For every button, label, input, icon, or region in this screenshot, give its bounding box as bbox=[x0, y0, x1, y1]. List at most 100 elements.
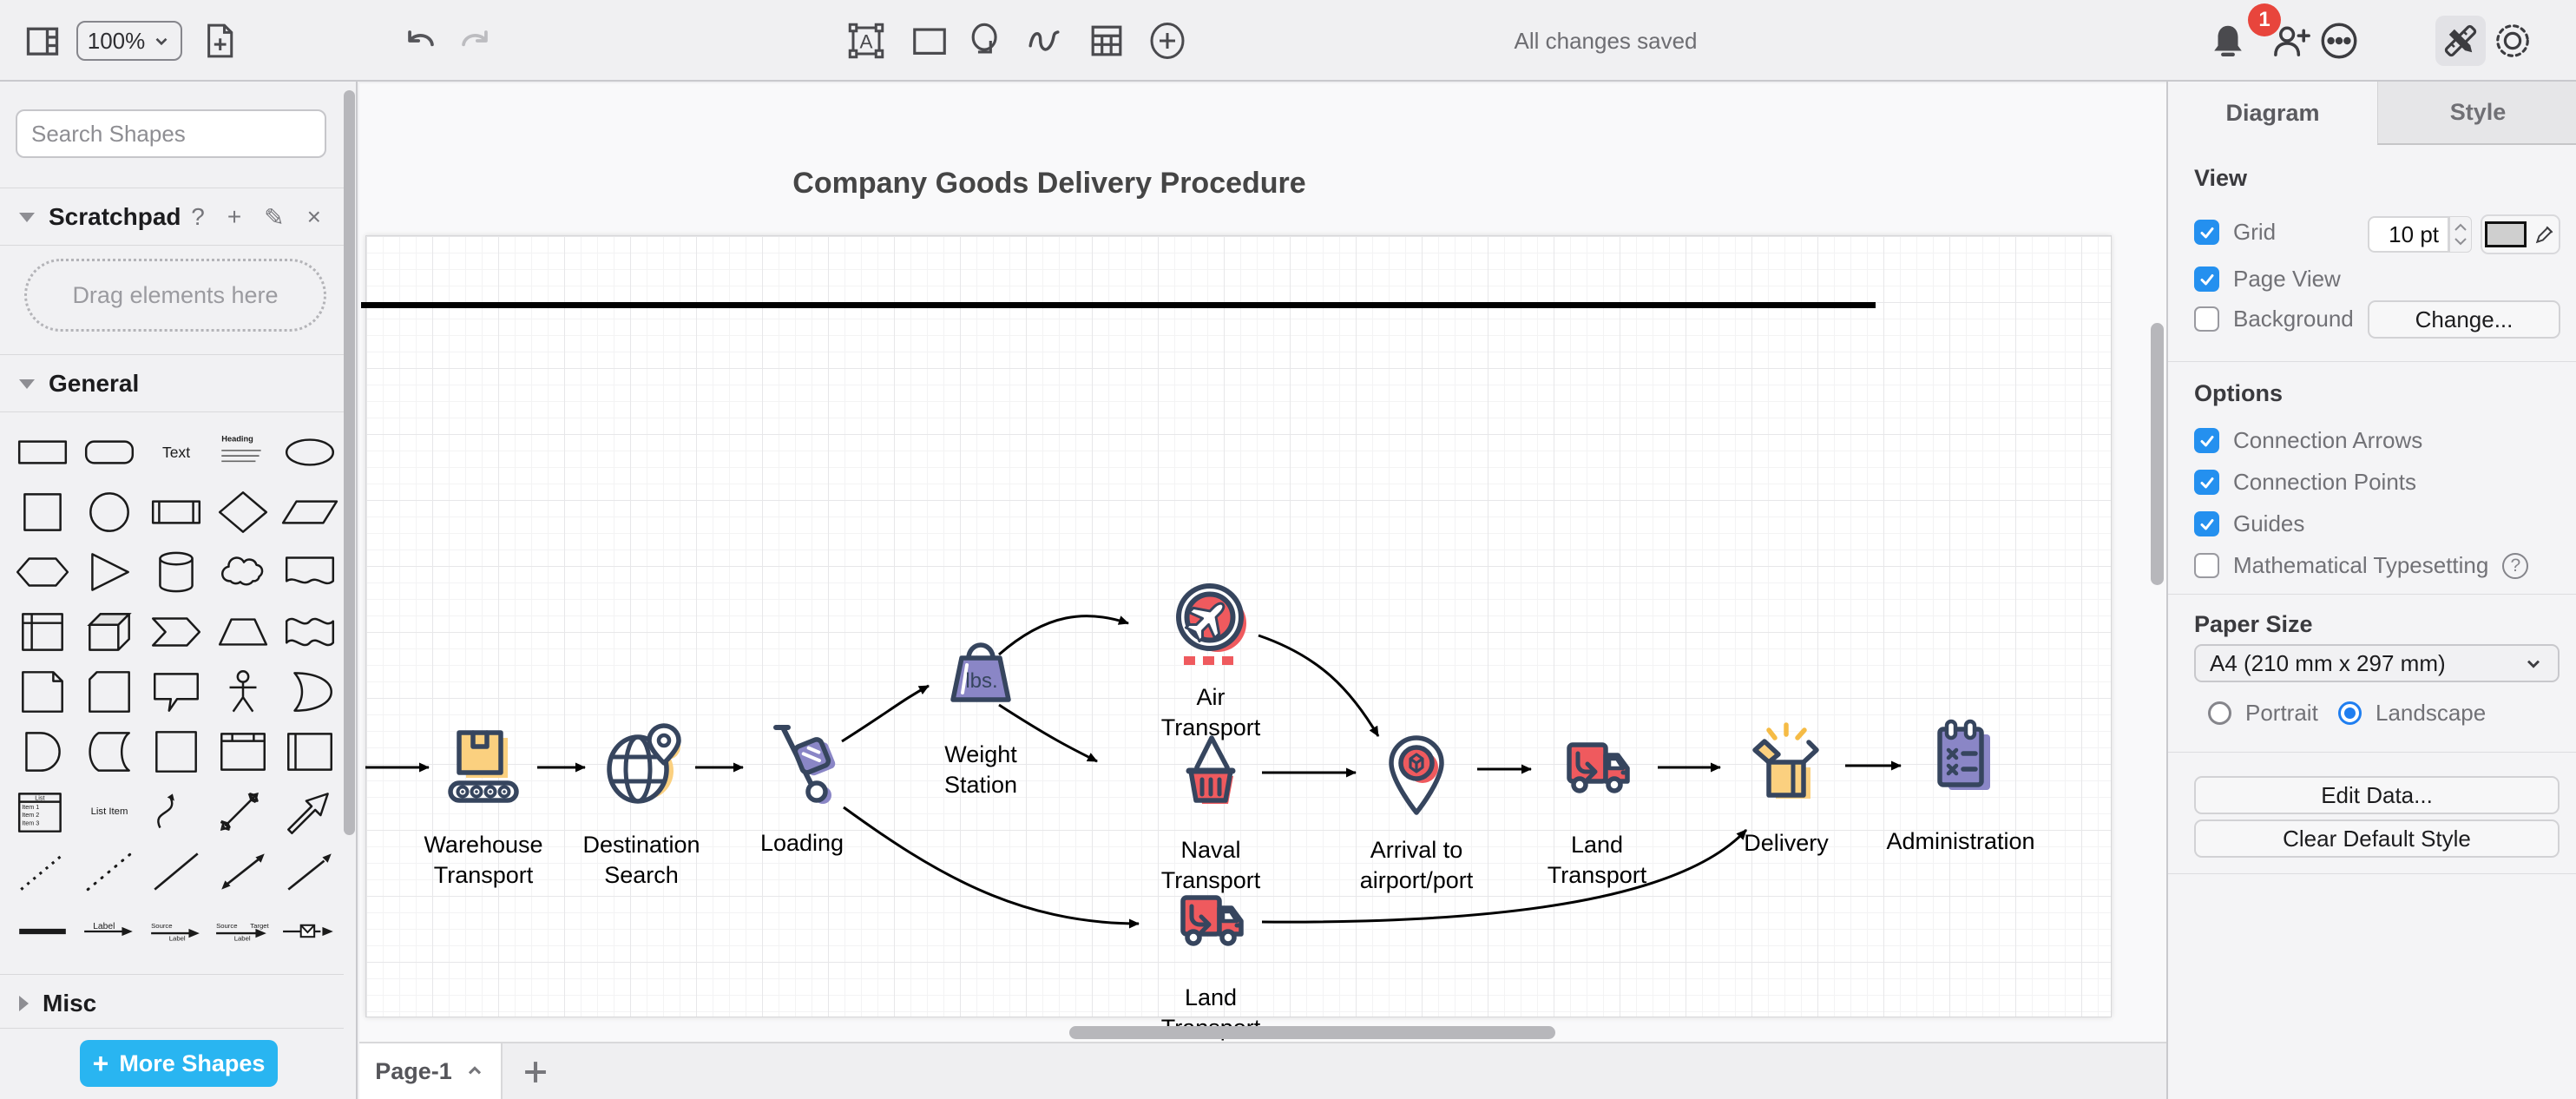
node-land-transport-bottom[interactable] bbox=[1162, 872, 1259, 969]
grid-toggle-row[interactable]: Grid bbox=[2194, 219, 2276, 246]
rectangle-tool-button[interactable] bbox=[904, 16, 955, 66]
shape-process[interactable] bbox=[142, 482, 209, 542]
shape-document[interactable] bbox=[277, 542, 344, 602]
orientation-portrait[interactable]: Portrait bbox=[2208, 700, 2318, 727]
edge-land-transport-bottom-to-delivery[interactable] bbox=[1261, 828, 1748, 924]
shape-diamond[interactable] bbox=[210, 482, 277, 542]
edge-loading-to-land-transport-bottom[interactable] bbox=[843, 806, 1140, 929]
grid-checkbox[interactable] bbox=[2194, 220, 2219, 245]
shape-bidirectional-arrow[interactable] bbox=[210, 781, 277, 841]
node-administration[interactable] bbox=[1912, 715, 2009, 813]
shape-and[interactable] bbox=[9, 721, 76, 781]
option-row-guides[interactable]: Guides bbox=[2194, 510, 2304, 537]
checkbox-unchecked[interactable] bbox=[2194, 553, 2219, 578]
node-air-transport[interactable] bbox=[1162, 571, 1259, 668]
node-delivery[interactable] bbox=[1738, 717, 1835, 814]
scratchpad-edit-icon[interactable]: ✎ bbox=[264, 203, 285, 231]
option-row-connection-points[interactable]: Connection Points bbox=[2194, 469, 2416, 496]
shape-bold-line[interactable] bbox=[9, 901, 76, 961]
scratchpad-help-icon[interactable]: ? bbox=[191, 202, 205, 230]
text-tool-button[interactable]: A bbox=[841, 16, 891, 66]
node-warehouse-transport[interactable] bbox=[435, 719, 532, 816]
shape-directional-arrow[interactable] bbox=[277, 841, 344, 901]
diagram-title[interactable]: Company Goods Delivery Procedure bbox=[792, 167, 1306, 200]
toggle-sidebar-button[interactable] bbox=[17, 16, 68, 66]
tab-diagram[interactable]: Diagram bbox=[2225, 100, 2320, 126]
shape-arrow-shape[interactable] bbox=[277, 781, 344, 841]
shape-rounded-rectangle[interactable] bbox=[76, 422, 142, 482]
background-toggle-row[interactable]: Background bbox=[2194, 306, 2354, 332]
shape-cylinder[interactable] bbox=[142, 542, 209, 602]
freehand-tool-button[interactable] bbox=[1019, 16, 1069, 66]
node-land-transport-mid[interactable] bbox=[1548, 719, 1646, 816]
shape-heading[interactable]: Heading bbox=[210, 422, 277, 482]
misc-section-header[interactable]: Misc bbox=[0, 981, 344, 1026]
node-loading[interactable] bbox=[753, 717, 851, 814]
background-checkbox[interactable] bbox=[2194, 306, 2219, 332]
scratchpad-close-icon[interactable]: × bbox=[306, 202, 321, 230]
option-row-mathematical-typesetting[interactable]: Mathematical Typesetting? bbox=[2194, 552, 2529, 579]
zoom-dropdown[interactable]: 100% bbox=[76, 21, 182, 61]
shape-vertical-frame[interactable] bbox=[277, 721, 344, 781]
page-view-toggle-row[interactable]: Page View bbox=[2194, 266, 2341, 293]
add-page-button[interactable] bbox=[514, 1050, 557, 1094]
shape-line[interactable] bbox=[142, 841, 209, 901]
grid-size-input[interactable]: 10 pt bbox=[2368, 216, 2449, 253]
shape-trapezoid[interactable] bbox=[210, 602, 277, 661]
edit-data-button[interactable]: Edit Data... bbox=[2194, 776, 2560, 814]
checkbox-checked[interactable] bbox=[2194, 470, 2219, 495]
shape-cube[interactable] bbox=[76, 602, 142, 661]
shape-curve[interactable] bbox=[142, 781, 209, 841]
grid-size-stepper[interactable] bbox=[2449, 216, 2472, 253]
page-tab[interactable]: Page-1 bbox=[359, 1043, 503, 1099]
shape-double-arrow[interactable] bbox=[210, 841, 277, 901]
scratchpad-header[interactable]: Scratchpad ? + ✎ × bbox=[0, 194, 344, 240]
shape-label-arrow[interactable]: Label bbox=[76, 901, 142, 961]
shape-internal-storage[interactable] bbox=[9, 602, 76, 661]
vertical-scrollbar[interactable] bbox=[2151, 323, 2164, 585]
shape-ellipse[interactable] bbox=[277, 422, 344, 482]
shape-or[interactable] bbox=[277, 661, 344, 721]
checkbox-checked[interactable] bbox=[2194, 511, 2219, 536]
tab-style[interactable]: Style bbox=[2377, 82, 2576, 145]
ellipse-tool-button[interactable] bbox=[962, 16, 1012, 66]
search-input[interactable] bbox=[17, 120, 332, 148]
edge-loading-to-weight-station[interactable] bbox=[841, 684, 930, 743]
page-view-checkbox[interactable] bbox=[2194, 267, 2219, 292]
shape-container[interactable] bbox=[142, 721, 209, 781]
edge-weight-station-to-naval-transport[interactable] bbox=[998, 703, 1098, 763]
edge-weight-station-to-air-transport[interactable] bbox=[998, 615, 1129, 656]
node-arrival[interactable] bbox=[1368, 724, 1465, 821]
search-shapes-box[interactable] bbox=[16, 109, 332, 158]
horizontal-scrollbar[interactable] bbox=[1069, 1026, 1555, 1039]
undo-button[interactable] bbox=[396, 16, 446, 66]
clear-default-style-button[interactable]: Clear Default Style bbox=[2194, 819, 2560, 858]
insert-shape-button[interactable] bbox=[1142, 16, 1193, 66]
option-row-connection-arrows[interactable]: Connection Arrows bbox=[2194, 427, 2422, 454]
shape-note[interactable] bbox=[9, 661, 76, 721]
new-page-button[interactable] bbox=[194, 16, 245, 66]
shape-card[interactable] bbox=[76, 661, 142, 721]
node-destination-search[interactable] bbox=[593, 719, 690, 816]
redo-button[interactable] bbox=[450, 16, 500, 66]
shape-hexagon[interactable] bbox=[9, 542, 76, 602]
edge-air-transport-to-arrival[interactable] bbox=[1258, 634, 1380, 737]
node-naval-transport[interactable] bbox=[1162, 724, 1259, 821]
shape-parallelogram[interactable] bbox=[277, 482, 344, 542]
shape-rectangle[interactable] bbox=[9, 422, 76, 482]
shape-cloud[interactable] bbox=[210, 542, 277, 602]
sidebar-scrollbar[interactable] bbox=[344, 90, 355, 835]
share-button[interactable] bbox=[2267, 16, 2317, 66]
node-weight-station[interactable]: lbs. bbox=[932, 628, 1029, 726]
theme-toggle-button[interactable] bbox=[2487, 16, 2538, 66]
scratchpad-add-icon[interactable]: + bbox=[227, 202, 242, 230]
checkbox-checked[interactable] bbox=[2194, 428, 2219, 453]
shape-dashed-line[interactable] bbox=[9, 841, 76, 901]
shape-tape[interactable] bbox=[277, 602, 344, 661]
orientation-landscape[interactable]: Landscape bbox=[2338, 700, 2486, 727]
shape-envelope-arrow[interactable] bbox=[277, 901, 344, 961]
shape-frame[interactable] bbox=[210, 721, 277, 781]
sketch-style-toggle[interactable] bbox=[2435, 16, 2486, 66]
